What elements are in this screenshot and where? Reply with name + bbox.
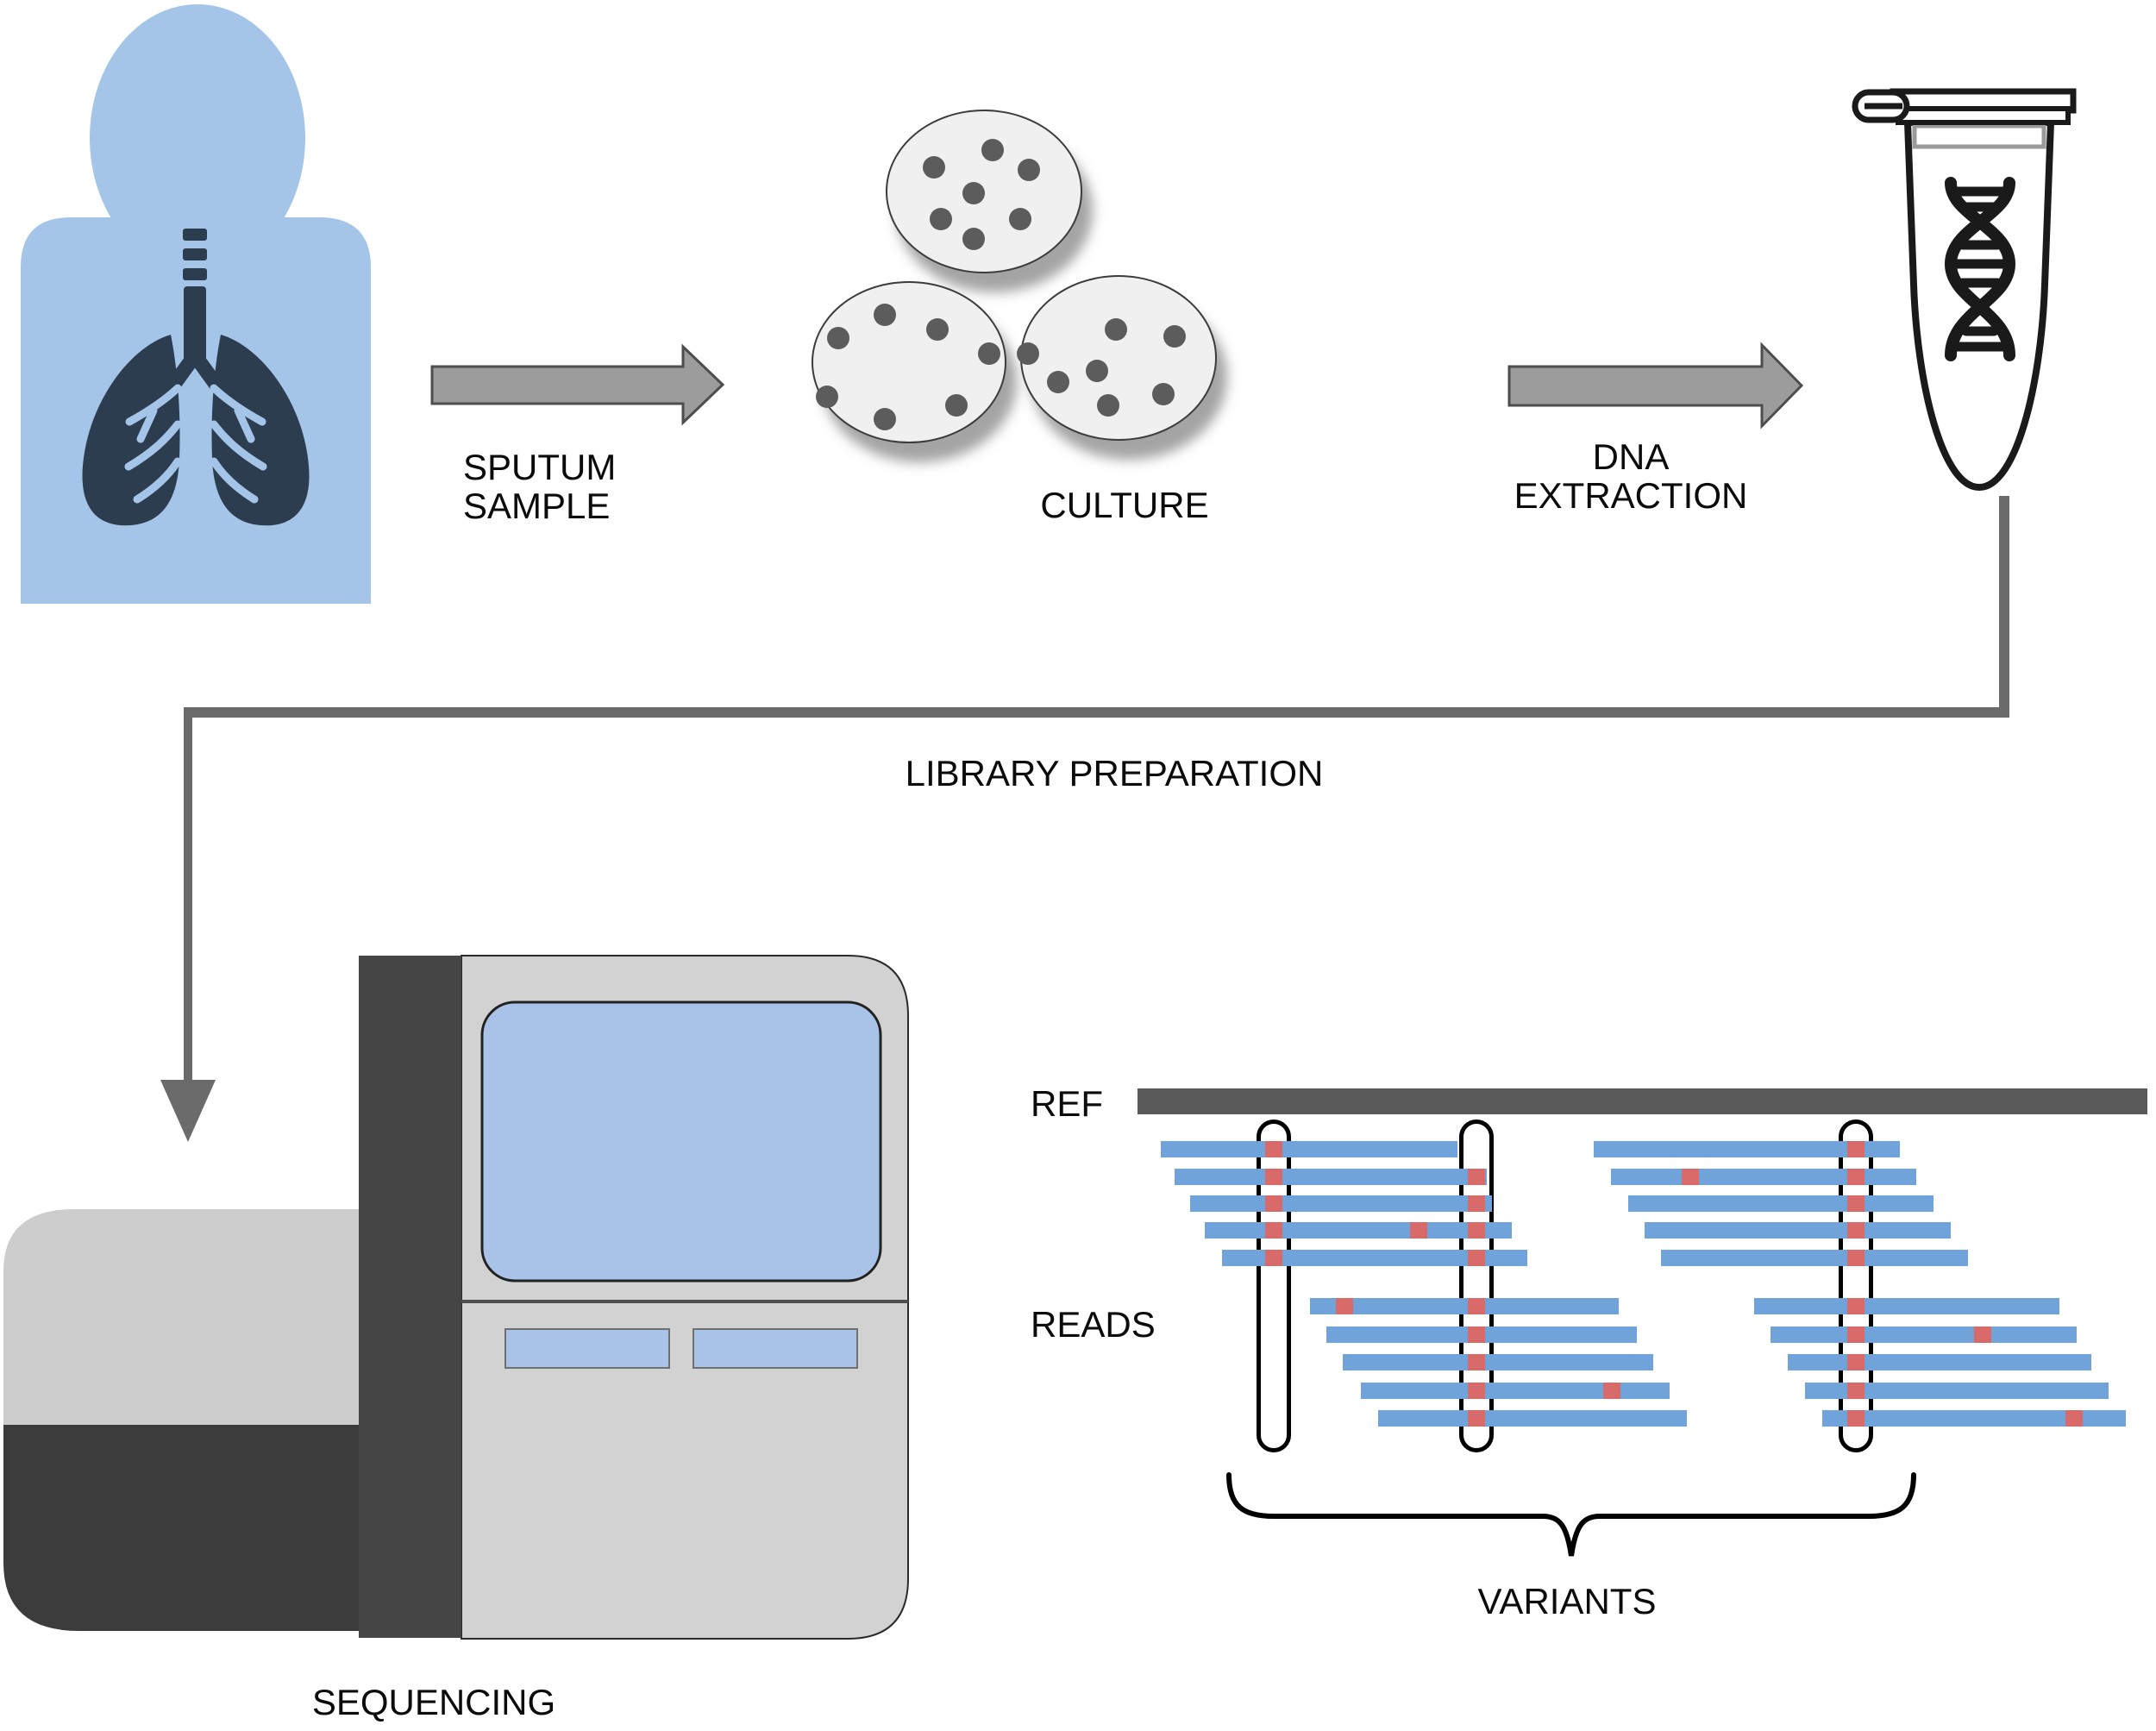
- bacterial-colony: [926, 318, 949, 341]
- read-bar: [1378, 1410, 1687, 1427]
- culture-label: CULTURE: [1040, 485, 1209, 525]
- variant-mark: [2065, 1410, 2083, 1427]
- patient-icon: [21, 4, 371, 604]
- bacterial-colony: [945, 394, 968, 417]
- read-bar: [1190, 1195, 1492, 1212]
- read-bar: [1771, 1326, 2077, 1343]
- variant-mark: [1468, 1195, 1485, 1212]
- variant-mark: [1847, 1250, 1865, 1266]
- bacterial-colony: [816, 386, 838, 408]
- variant-mark: [1468, 1410, 1485, 1427]
- dna-tube-icon: [1852, 88, 2077, 492]
- bacterial-colony: [923, 156, 945, 179]
- read-bar: [1343, 1354, 1653, 1370]
- variant-mark: [1682, 1169, 1699, 1185]
- variant-mark: [1265, 1195, 1282, 1212]
- down-arrowhead-icon: [160, 1080, 216, 1142]
- variant-mark: [1468, 1169, 1485, 1185]
- variant-mark: [1847, 1141, 1865, 1157]
- variant-mark: [1265, 1141, 1282, 1157]
- variant-mark: [1336, 1298, 1353, 1314]
- variant-mark: [1410, 1222, 1427, 1239]
- sequencer-icon: [3, 955, 909, 1640]
- read-bar: [1628, 1195, 1934, 1212]
- bacterial-colony: [962, 228, 985, 250]
- reads-label: READS: [1031, 1304, 1156, 1345]
- read-bar: [1222, 1250, 1527, 1266]
- ref-label: REF: [1031, 1083, 1103, 1124]
- sputum-sample-label: SPUTUM SAMPLE: [463, 447, 617, 526]
- petri-dish: [812, 281, 1006, 443]
- bacterial-colony: [1009, 208, 1031, 230]
- bacterial-colony: [1017, 342, 1039, 365]
- bacterial-colony: [1163, 325, 1186, 348]
- dna-extraction-label: DNA EXTRACTION: [1514, 436, 1748, 516]
- read-bar: [1805, 1383, 2109, 1399]
- read-bar: [1788, 1354, 2091, 1370]
- variant-mark: [1847, 1222, 1865, 1239]
- bacterial-colony: [827, 327, 849, 349]
- bacterial-colony: [1097, 394, 1119, 417]
- read-bar: [1661, 1250, 1968, 1266]
- petri-dish: [1017, 275, 1217, 441]
- bacterial-colony: [978, 342, 1000, 365]
- variant-mark: [1468, 1354, 1485, 1370]
- sequencer-panel-right: [693, 1328, 858, 1369]
- variant-mark: [1847, 1354, 1865, 1370]
- bacterial-colony: [1047, 371, 1069, 393]
- variant-mark: [1468, 1250, 1485, 1266]
- read-bar: [1326, 1326, 1637, 1343]
- reference-genome-bar: [1138, 1088, 2147, 1114]
- bacterial-colony: [1018, 159, 1040, 181]
- library-preparation-label: LIBRARY PREPARATION: [905, 753, 1324, 793]
- lungs-icon: [82, 229, 310, 526]
- bacterial-colony: [1152, 383, 1175, 405]
- variant-mark: [1847, 1410, 1865, 1427]
- read-bar: [1205, 1222, 1512, 1239]
- read-bar: [1361, 1383, 1670, 1399]
- read-bar: [1175, 1169, 1487, 1185]
- bacterial-colony: [962, 182, 985, 204]
- sequencing-label: SEQUENCING: [311, 1682, 556, 1722]
- variants-brace: [1226, 1472, 1916, 1557]
- dna-extraction-arrow-icon: [1507, 342, 1804, 430]
- variant-mark: [1265, 1222, 1282, 1239]
- variant-mark: [1847, 1298, 1865, 1314]
- bacterial-colony: [1105, 318, 1127, 341]
- read-bar: [1161, 1141, 1457, 1157]
- read-bar: [1611, 1169, 1916, 1185]
- variant-mark: [1468, 1383, 1485, 1399]
- read-bar: [1310, 1298, 1619, 1314]
- variant-mark: [1974, 1326, 1991, 1343]
- variant-mark: [1468, 1326, 1485, 1343]
- read-bar: [1754, 1298, 2059, 1314]
- sequencer-screen: [480, 1000, 882, 1283]
- variant-mark: [1265, 1169, 1282, 1185]
- read-bar: [1594, 1141, 1900, 1157]
- variants-label: VARIANTS: [1477, 1581, 1657, 1621]
- variant-mark: [1847, 1169, 1865, 1185]
- read-bar: [1822, 1410, 2126, 1427]
- variant-mark: [1847, 1383, 1865, 1399]
- variant-mark: [1847, 1326, 1865, 1343]
- variant-mark: [1468, 1222, 1485, 1239]
- bacterial-colony: [1086, 360, 1108, 382]
- library-prep-connector: [160, 496, 2009, 1142]
- bacterial-colony: [874, 408, 896, 430]
- read-bar: [1645, 1222, 1951, 1239]
- dna-helix-icon: [1944, 177, 2016, 361]
- sputum-arrow-icon: [430, 343, 725, 426]
- sequencer-panel-left: [505, 1328, 670, 1369]
- variant-mark: [1265, 1250, 1282, 1266]
- variant-mark: [1847, 1195, 1865, 1212]
- variant-mark: [1468, 1298, 1485, 1314]
- bacterial-colony: [981, 139, 1004, 161]
- petri-dish: [886, 110, 1082, 273]
- variant-mark: [1603, 1383, 1620, 1399]
- bacterial-colony: [930, 208, 952, 230]
- bacterial-colony: [874, 304, 896, 326]
